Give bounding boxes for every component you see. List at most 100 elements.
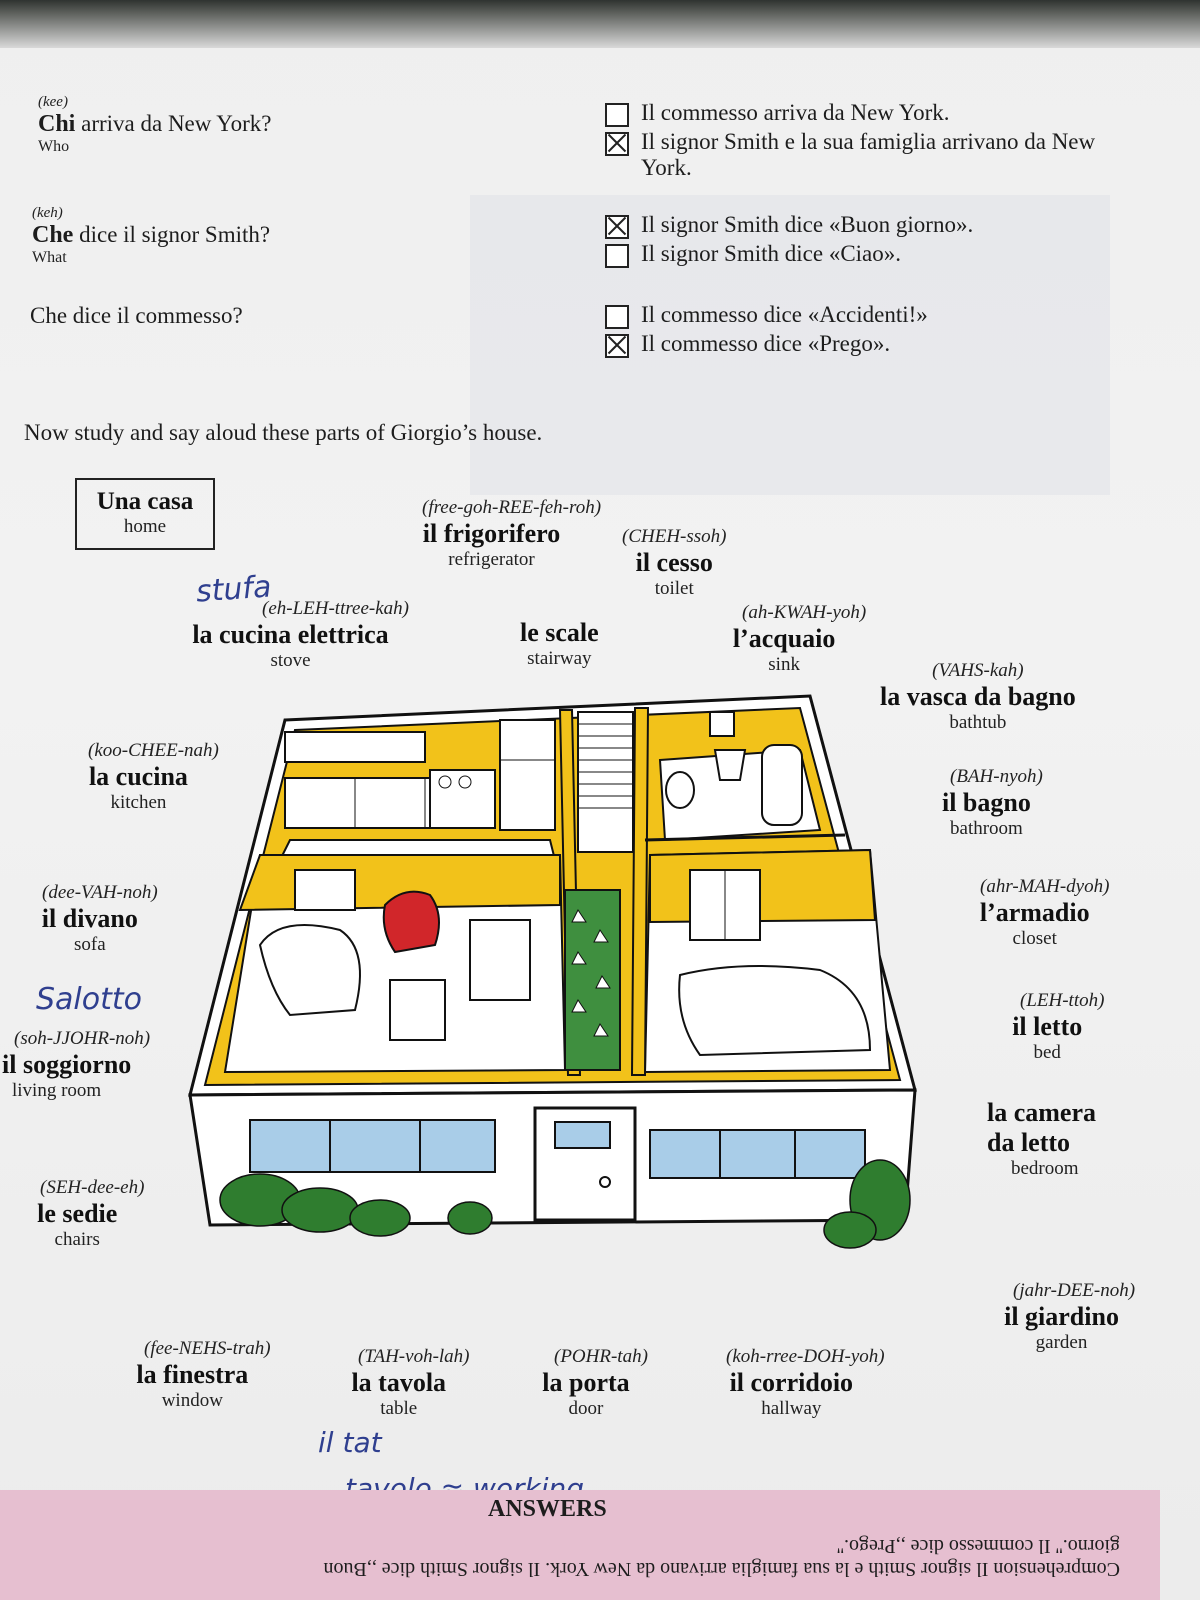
it-cucina: la cucina [88, 762, 188, 791]
it-cesso: il cesso [635, 548, 713, 577]
label-cucina-elettrica: (eh-LEH-ttree-kah) la cucina elettrica s… [172, 598, 409, 672]
sofa-icon [258, 924, 361, 1017]
bathroom-window-icon [709, 711, 735, 737]
answers-line-2: giorno.'' Il commesso dice ,,Prego.'' [836, 1535, 1120, 1557]
it-cucina-elettrica: la cucina elettrica [192, 620, 389, 649]
it-porta: la porta [542, 1368, 630, 1397]
question-2-rest: dice il signor Smith? [73, 222, 271, 247]
answers-section: ANSWERS Comprehension Il signor Smith e … [0, 1490, 1160, 1600]
pron-frigorifero: (free-goh-REE-feh-roh) [422, 497, 602, 518]
option-1b-label: Il signor Smith e la sua famiglia arriva… [641, 129, 1096, 180]
it-bagno: il bagno [941, 788, 1031, 817]
en-armadio: closet [1012, 928, 1057, 949]
question-3: Che dice il commesso? [30, 303, 243, 329]
label-acquaio: (ah-KWAH-yoh) l’acquaio sink [702, 602, 866, 676]
question-1-keyword: Chi [38, 111, 76, 137]
option-3a[interactable]: Il commesso dice «Accidenti!» [605, 302, 1125, 329]
pron-vasca: (VAHS-kah) [932, 660, 1024, 681]
it-camera-1: la camera [987, 1098, 1097, 1127]
en-cucina: kitchen [110, 792, 167, 813]
pron-soggiorno: (soh-JJOHR-noh) [14, 1028, 151, 1049]
pron-cucina-elettrica: (eh-LEH-ttree-kah) [262, 598, 410, 619]
pron-cesso: (CHEH-ssoh) [622, 526, 727, 547]
en-frigorifero: refrigerator [448, 549, 535, 570]
en-cucina-elettrica: stove [270, 650, 311, 671]
en-vasca: bathtub [949, 712, 1007, 733]
option-3b-label: Il commesso dice «Prego». [641, 331, 891, 356]
pron-sedie: (SEH-dee-eh) [40, 1177, 145, 1198]
handwritten-salotto: Salotto [36, 982, 142, 1017]
en-scale: stairway [527, 648, 592, 669]
checkbox-checked[interactable] [605, 132, 629, 156]
pron-divano: (dee-VAH-noh) [42, 882, 158, 903]
it-tavola: la tavola [351, 1368, 447, 1397]
bathtub-icon [761, 744, 803, 826]
it-vasca: la vasca da bagno [880, 682, 1076, 711]
chairs-icon [469, 919, 531, 1001]
question-1: (kee) Chi arriva da New York? Who [38, 94, 271, 156]
label-camera: la camera da letto bedroom [987, 1098, 1096, 1180]
it-divano: il divano [41, 904, 138, 933]
checkbox-empty[interactable] [605, 103, 629, 127]
question-3-options: Il commesso dice «Accidenti!» Il commess… [605, 302, 1125, 358]
en-letto: bed [1033, 1042, 1061, 1063]
pron-finestra: (fee-NEHS-trah) [144, 1338, 271, 1359]
question-3-text: Che dice il commesso? [30, 303, 243, 329]
checkbox-empty[interactable] [605, 244, 629, 268]
option-3a-label: Il commesso dice «Accidenti!» [641, 302, 928, 327]
option-2b-label: Il signor Smith dice «Ciao». [641, 241, 902, 266]
question-2-pronunciation: (keh) [32, 205, 63, 221]
title-box: Una casa home [75, 478, 215, 550]
stove-icon [429, 769, 496, 829]
en-camera: bedroom [1011, 1158, 1079, 1179]
checkbox-checked[interactable] [605, 215, 629, 239]
pron-giardino: (jahr-DEE-noh) [1013, 1280, 1136, 1301]
window-icon [249, 1119, 496, 1173]
handwritten-stufa: stufa [194, 569, 273, 610]
label-sedie: (SEH-dee-eh) le sedie chairs [10, 1177, 144, 1251]
en-divano: sofa [74, 934, 106, 955]
checkbox-checked[interactable] [605, 334, 629, 358]
question-2: (keh) Che dice il signor Smith? What [32, 205, 270, 267]
label-vasca: (VAHS-kah) la vasca da bagno bathtub [880, 660, 1076, 734]
armchair-icon [382, 890, 440, 954]
pron-corridoio: (koh-rree-DOH-yoh) [726, 1346, 885, 1367]
question-1-options: Il commesso arriva da New York. Il signo… [605, 100, 1125, 181]
option-1a[interactable]: Il commesso arriva da New York. [605, 100, 1125, 127]
handwritten-il-tat: il tat [318, 1426, 382, 1459]
label-scale: le scale stairway [520, 618, 599, 670]
label-letto: (LEH-ttoh) il letto bed [990, 990, 1104, 1064]
pron-letto: (LEH-ttoh) [1020, 990, 1105, 1011]
label-corridoio: (koh-rree-DOH-yoh) il corridoio hallway [698, 1346, 885, 1420]
en-soggiorno: living room [12, 1080, 102, 1101]
option-1b[interactable]: Il signor Smith e la sua famiglia arriva… [605, 129, 1125, 181]
answers-heading: ANSWERS [488, 1496, 607, 1522]
option-2a-label: Il signor Smith dice «Buon giorno». [641, 212, 974, 237]
it-giardino: il giardino [1004, 1302, 1119, 1331]
pron-acquaio: (ah-KWAH-yoh) [742, 602, 867, 623]
pron-cucina: (koo-CHEE-nah) [88, 740, 219, 761]
binding-shadow [0, 0, 1200, 48]
pron-armadio: (ahr-MAH-dyoh) [980, 876, 1110, 897]
question-2-text: Che dice il signor Smith? [32, 222, 270, 249]
option-3b[interactable]: Il commesso dice «Prego». [605, 331, 1125, 358]
label-cucina: (koo-CHEE-nah) la cucina kitchen [58, 740, 219, 814]
pron-bagno: (BAH-nyoh) [950, 766, 1043, 787]
en-corridoio: hallway [761, 1398, 822, 1419]
en-acquaio: sink [768, 654, 800, 675]
it-corridoio: il corridoio [729, 1368, 854, 1397]
option-1a-label: Il commesso arriva da New York. [641, 100, 950, 125]
label-tavola: (TAH-voh-lah) la tavola table [328, 1346, 469, 1420]
house-illustration [188, 694, 917, 1249]
it-letto: il letto [1012, 1012, 1083, 1041]
hallway-rug [564, 889, 621, 1071]
option-2a[interactable]: Il signor Smith dice «Buon giorno». [605, 212, 1145, 239]
question-1-pronunciation: (kee) [38, 94, 68, 110]
en-tavola: table [380, 1398, 418, 1419]
en-sedie: chairs [54, 1229, 100, 1250]
it-soggiorno: il soggiorno [2, 1050, 132, 1079]
it-armadio: l’armadio [979, 898, 1090, 927]
option-2b[interactable]: Il signor Smith dice «Ciao». [605, 241, 1145, 268]
bed-icon [678, 965, 872, 1057]
checkbox-empty[interactable] [605, 305, 629, 329]
